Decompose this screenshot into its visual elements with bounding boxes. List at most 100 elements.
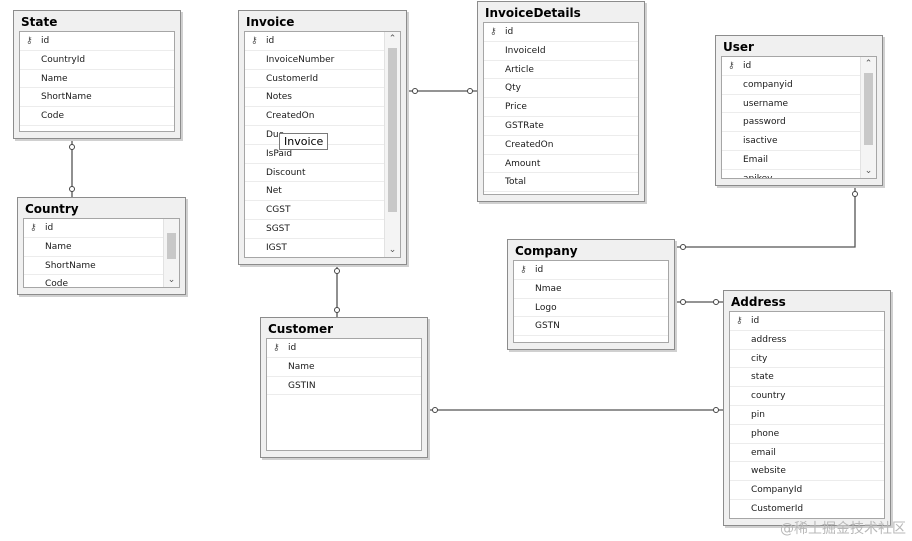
relationship-endpoint-icon: [334, 307, 340, 313]
scrollbar[interactable]: ⌄: [163, 219, 179, 287]
key-icon: ⚷: [736, 316, 743, 326]
key-icon: ⚷: [520, 265, 527, 275]
field-name: ShortName: [41, 92, 92, 103]
table-row[interactable]: CustomerId: [245, 70, 384, 89]
field-name: GSTRate: [505, 120, 544, 131]
table-row[interactable]: CGST: [245, 201, 384, 220]
table-row[interactable]: city: [730, 350, 884, 369]
table-row[interactable]: InvoiceNumber: [245, 51, 384, 70]
table-row[interactable]: Email: [722, 151, 860, 170]
table-row[interactable]: isactive: [722, 132, 860, 151]
table-row[interactable]: Qty: [484, 79, 638, 99]
chevron-down-icon[interactable]: ⌄: [864, 166, 873, 176]
table-row[interactable]: GSTIN: [267, 377, 421, 396]
field-name: CountryId: [41, 54, 86, 65]
scroll-thumb[interactable]: [388, 48, 397, 212]
field-name: Discount: [266, 167, 306, 178]
table-row[interactable]: Name: [24, 238, 163, 257]
table-row[interactable]: ⚷id: [730, 312, 884, 331]
table-row[interactable]: password: [722, 113, 860, 133]
table-row[interactable]: ⚷id: [267, 339, 421, 358]
table-row[interactable]: Code: [24, 275, 163, 288]
field-name: CGST: [266, 205, 291, 216]
table-row[interactable]: ShortName: [24, 257, 163, 276]
field-name: Total: [505, 177, 527, 188]
table-row[interactable]: ⚷id: [484, 23, 638, 42]
field-name: pin: [751, 409, 765, 420]
table-title: Invoice: [246, 15, 295, 29]
table-row[interactable]: Price: [484, 98, 638, 117]
scrollbar[interactable]: ⌃ ⌄: [384, 32, 400, 257]
field-name: Nmae: [535, 283, 562, 294]
table-row[interactable]: ⚷id: [722, 57, 860, 76]
table-row[interactable]: Discount: [245, 164, 384, 183]
table-row[interactable]: state: [730, 368, 884, 388]
table-row[interactable]: CompanyId: [730, 481, 884, 500]
table-row[interactable]: CountryId: [20, 51, 174, 70]
table-row[interactable]: website: [730, 462, 884, 482]
scroll-thumb[interactable]: [864, 73, 873, 145]
table-row[interactable]: GSTN: [514, 317, 668, 337]
table-row[interactable]: ⚷id: [245, 32, 384, 51]
table-row[interactable]: IsPaid: [245, 145, 384, 164]
table-row[interactable]: ⚷id: [24, 219, 163, 238]
table-address[interactable]: Address ⚷id address city state country pin pho…: [723, 290, 891, 526]
field-name: address: [751, 334, 787, 345]
field-name: Email: [743, 154, 768, 165]
relationship-endpoint-icon: [69, 186, 75, 192]
relationship-endpoint-icon: [467, 88, 473, 94]
table-row[interactable]: Article: [484, 61, 638, 80]
field-name: CreatedOn: [505, 139, 554, 150]
chevron-down-icon[interactable]: ⌄: [388, 245, 397, 255]
scroll-thumb[interactable]: [167, 233, 176, 259]
table-row[interactable]: companyid: [722, 76, 860, 95]
table-row[interactable]: Nmae: [514, 280, 668, 299]
table-row[interactable]: CustomerId: [730, 500, 884, 518]
table-row[interactable]: country: [730, 387, 884, 406]
table-row[interactable]: Name: [20, 70, 174, 89]
chevron-down-icon[interactable]: ⌄: [167, 275, 176, 285]
relationship-endpoint-icon: [432, 407, 438, 413]
table-row[interactable]: Net: [245, 182, 384, 202]
field-name: state: [751, 372, 774, 383]
scrollbar[interactable]: ⌃ ⌄: [860, 57, 876, 178]
table-row[interactable]: SGST: [245, 220, 384, 239]
table-row[interactable]: CreatedOn: [484, 136, 638, 155]
table-row[interactable]: Total: [484, 173, 638, 193]
table-row[interactable]: InvoiceId: [484, 42, 638, 61]
table-row[interactable]: ⚷ id: [514, 261, 668, 280]
field-name: isactive: [743, 136, 778, 147]
table-title: Address: [731, 295, 786, 309]
field-name: email: [751, 447, 776, 458]
table-row[interactable]: email: [730, 444, 884, 463]
field-name: password: [743, 117, 786, 128]
table-row[interactable]: username: [722, 95, 860, 114]
field-name: id: [535, 265, 544, 275]
table-row[interactable]: ShortName: [20, 88, 174, 108]
table-row[interactable]: IGST: [245, 239, 384, 257]
field-name: Code: [45, 279, 69, 288]
table-row[interactable]: Logo: [514, 299, 668, 318]
table-row[interactable]: apikey: [722, 170, 860, 178]
table-row[interactable]: pin: [730, 406, 884, 425]
chevron-up-icon[interactable]: ⌃: [864, 59, 873, 69]
table-row[interactable]: address: [730, 331, 884, 350]
chevron-up-icon[interactable]: ⌃: [388, 34, 397, 44]
table-row[interactable]: GSTRate: [484, 117, 638, 136]
table-row[interactable]: Code: [20, 107, 174, 126]
table-row[interactable]: ⚷id: [20, 32, 174, 51]
table-row[interactable]: CreatedOn: [245, 107, 384, 126]
table-row[interactable]: Name: [267, 358, 421, 377]
table-row[interactable]: Amount: [484, 155, 638, 174]
table-row[interactable]: Notes: [245, 88, 384, 108]
table-row[interactable]: phone: [730, 425, 884, 444]
